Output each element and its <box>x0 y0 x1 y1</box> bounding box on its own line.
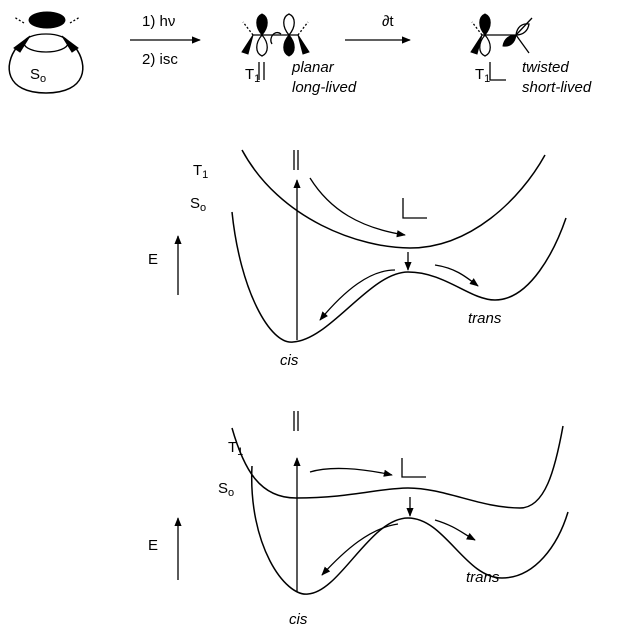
right-angle-icon <box>489 62 506 81</box>
s0-curve-label: So <box>218 480 234 499</box>
planar-triplet-molecule <box>241 13 310 57</box>
short-lived-label: short-lived <box>522 79 592 96</box>
trans-label: trans <box>468 310 502 327</box>
reaction-scheme: So 1) hν 2) isc T1 planar long-lived <box>8 11 592 96</box>
energy-axis-label: E <box>148 537 158 554</box>
t1-twisted-label: T1 <box>475 66 490 85</box>
svg-text:So: So <box>30 66 46 85</box>
to-cis-arrow <box>321 523 399 576</box>
svg-text:2) isc: 2) isc <box>142 51 178 68</box>
cis-label: cis <box>289 611 308 628</box>
s0-curve <box>231 211 567 343</box>
svg-text:∂t: ∂t <box>382 13 394 30</box>
right-angle-icon <box>402 198 427 219</box>
t1-curve-label: T1 <box>193 162 208 181</box>
parallel-bars-icon <box>258 62 265 80</box>
svg-text:1) hν: 1) hν <box>142 13 175 30</box>
energy-diagram-bottom: E T1 So cis trans <box>148 411 569 628</box>
s0-curve <box>251 465 569 595</box>
s0-curve-label: So <box>190 195 206 214</box>
to-cis-arrow <box>319 269 396 321</box>
parallel-bars-icon <box>293 411 299 431</box>
to-trans-arrow <box>434 519 476 541</box>
t1-curve <box>231 425 564 509</box>
long-lived-label: long-lived <box>292 79 357 96</box>
to-trans-arrow <box>434 264 479 287</box>
constrained-alkene-molecule: So <box>8 11 84 94</box>
right-angle-icon <box>401 458 426 478</box>
energy-diagram-top: E T1 So cis trans <box>148 149 567 369</box>
energy-axis-label: E <box>148 251 158 268</box>
cis-label: cis <box>280 352 299 369</box>
twisted-triplet-molecule <box>470 13 533 57</box>
t1-relaxation-arrow <box>309 177 406 238</box>
t1-label: T1 <box>245 66 260 85</box>
excitation-arrow: 1) hν 2) isc <box>130 13 201 68</box>
planar-label: planar <box>291 59 335 76</box>
twisted-label: twisted <box>522 59 569 76</box>
t1-relaxation-arrow <box>309 467 393 477</box>
parallel-bars-icon <box>293 150 299 170</box>
t1-curve <box>241 149 546 249</box>
relaxation-arrow: ∂t <box>345 13 411 44</box>
trans-label: trans <box>466 569 500 586</box>
